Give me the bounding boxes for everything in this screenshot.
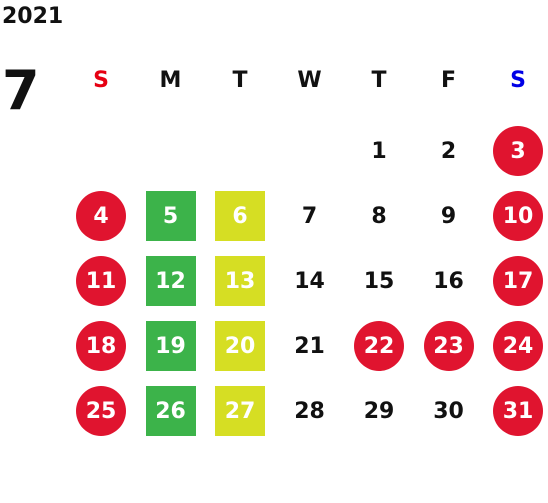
- yellow-day-marker: 13: [215, 256, 265, 306]
- calendar-day-cell: 31: [483, 385, 548, 437]
- weekday-cell-tuesday: T: [205, 54, 275, 106]
- calendar-day-cell: 5: [136, 190, 206, 242]
- day-number: 29: [363, 398, 395, 424]
- holiday-day-marker: 22: [354, 321, 404, 371]
- holiday-day-marker: 24: [493, 321, 543, 371]
- holiday-day-marker: 18: [76, 321, 126, 371]
- day-number: 7: [301, 203, 318, 229]
- calendar-day-cell: 25: [66, 385, 136, 437]
- calendar-day-cell: 6: [205, 190, 275, 242]
- calendar-week-row: 11 12 13 14 15 16 17: [66, 255, 548, 307]
- calendar-week-row: 1 2 3: [66, 125, 548, 177]
- holiday-day-marker: 4: [76, 191, 126, 241]
- day-number: 21: [294, 333, 325, 359]
- day-number: 9: [440, 203, 457, 229]
- yellow-day-marker: 6: [215, 191, 265, 241]
- calendar-day-cell: 11: [66, 255, 136, 307]
- calendar-day-cell: 10: [483, 190, 548, 242]
- weekday-cell-wednesday: W: [275, 54, 345, 106]
- calendar-day-cell: 15: [344, 255, 414, 307]
- day-number: 1: [371, 138, 387, 164]
- weekday-label-saturday: S: [510, 67, 526, 93]
- calendar-day-cell: 7: [275, 190, 345, 242]
- holiday-day-marker: 25: [76, 386, 126, 436]
- holiday-day-marker: 17: [493, 256, 543, 306]
- calendar-day-cell: 19: [136, 320, 206, 372]
- calendar-week-row: 18 19 20 21 22 23 24: [66, 320, 548, 372]
- calendar-day-cell: 3: [483, 125, 548, 177]
- calendar-day-cell: 9: [414, 190, 484, 242]
- weekday-cell-friday: F: [414, 54, 484, 106]
- day-number: 16: [433, 268, 464, 294]
- calendar-day-cell: 8: [344, 190, 414, 242]
- yellow-day-marker: 27: [215, 386, 265, 436]
- calendar-day-cell: 20: [205, 320, 275, 372]
- calendar-day-cell: 13: [205, 255, 275, 307]
- holiday-day-marker: 23: [423, 321, 474, 371]
- calendar-day-cell: 26: [136, 385, 206, 437]
- green-day-marker: 19: [145, 321, 196, 371]
- calendar-month: 7: [2, 59, 40, 122]
- calendar-day-cell: [205, 125, 275, 177]
- day-number: 2: [440, 138, 457, 164]
- weekday-label-friday: F: [440, 67, 457, 93]
- day-number: 15: [363, 268, 395, 294]
- calendar-day-cell: [66, 125, 136, 177]
- weekday-label-monday: M: [159, 67, 182, 93]
- calendar-day-cell: 1: [344, 125, 414, 177]
- weekday-cell-thursday: T: [344, 54, 414, 106]
- day-number: 28: [294, 398, 325, 424]
- calendar-day-cell: 4: [66, 190, 136, 242]
- calendar-day-cell: 24: [483, 320, 548, 372]
- calendar-day-cell: 27: [205, 385, 275, 437]
- calendar-day-cell: 17: [483, 255, 548, 307]
- day-number: 8: [371, 203, 387, 229]
- calendar-day-cell: [136, 125, 206, 177]
- yellow-day-marker: 20: [215, 321, 265, 371]
- calendar-day-cell: 16: [414, 255, 484, 307]
- weekday-label-thursday: T: [371, 67, 387, 93]
- weekday-label-tuesday: T: [232, 67, 248, 93]
- calendar-day-cell: 18: [66, 320, 136, 372]
- calendar-day-cell: 14: [275, 255, 345, 307]
- calendar-day-cell: [275, 125, 345, 177]
- calendar-year: 2021: [2, 4, 64, 29]
- calendar-day-cell: 28: [275, 385, 345, 437]
- holiday-day-marker: 31: [493, 386, 543, 436]
- calendar-day-cell: 21: [275, 320, 345, 372]
- weekday-cell-saturday: S: [483, 54, 548, 106]
- calendar-day-cell: 30: [414, 385, 484, 437]
- calendar-day-cell: 22: [344, 320, 414, 372]
- calendar-week-row: 25 26 27 28 29 30 31: [66, 385, 548, 437]
- calendar-day-cell: 29: [344, 385, 414, 437]
- calendar-day-cell: 2: [414, 125, 484, 177]
- holiday-day-marker: 3: [493, 126, 543, 176]
- holiday-day-marker: 10: [493, 191, 543, 241]
- day-number: 30: [433, 398, 464, 424]
- weekday-cell-monday: M: [136, 54, 206, 106]
- day-number: 14: [294, 268, 325, 294]
- green-day-marker: 26: [145, 386, 196, 436]
- green-day-marker: 12: [145, 256, 196, 306]
- holiday-day-marker: 11: [76, 256, 126, 306]
- weekday-label-sunday: S: [93, 67, 109, 93]
- calendar-day-cell: 23: [414, 320, 484, 372]
- weekday-cell-sunday: S: [66, 54, 136, 106]
- weekday-label-wednesday: W: [297, 67, 322, 93]
- green-day-marker: 5: [145, 191, 196, 241]
- calendar-day-cell: 12: [136, 255, 206, 307]
